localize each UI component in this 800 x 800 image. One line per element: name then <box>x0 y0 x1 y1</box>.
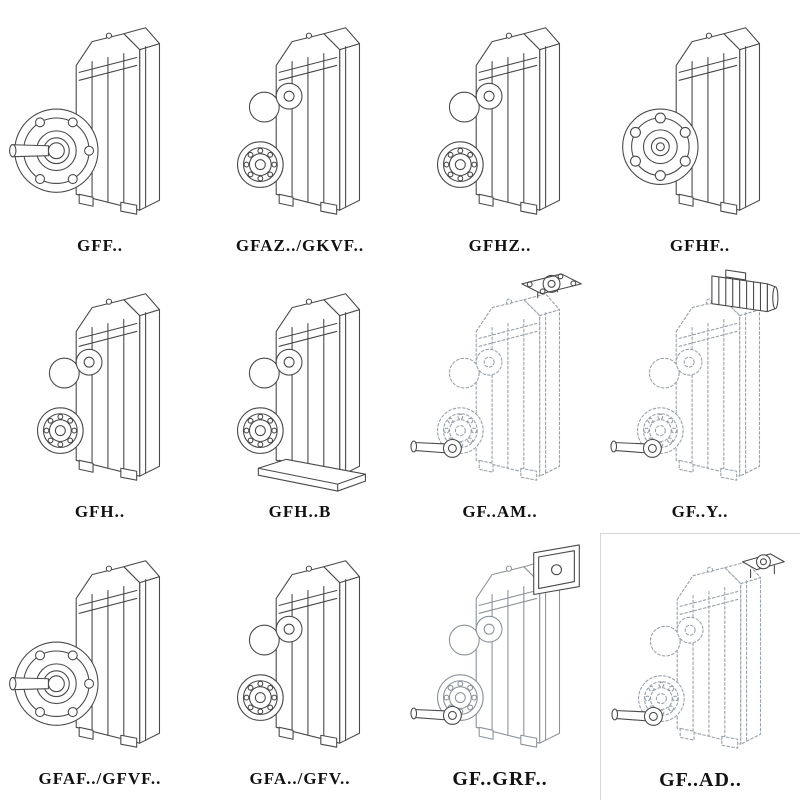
model-label: GFAF../GFVF.. <box>38 769 162 788</box>
catalog-cell: GFHZ.. <box>400 0 600 266</box>
model-label: GFH.. <box>74 502 126 521</box>
model-label: GFF.. <box>77 236 123 255</box>
model-label: GFH..B <box>268 502 332 521</box>
gearbox-hollow-shaft-bores-icon <box>436 27 561 215</box>
gearbox-hollow-shaft-baseplate-icon <box>236 293 366 492</box>
gearbox-output-flange-with-shaft-icon <box>9 27 161 215</box>
model-label: GFAZ../GKVF.. <box>235 236 365 255</box>
catalog-cell: GF..AM.. <box>400 266 600 533</box>
catalog-cell: GFF.. <box>0 0 200 266</box>
model-label: GFHF.. <box>669 236 731 255</box>
catalog-cell: GF..Y.. <box>600 266 800 533</box>
catalog-cell: GFHF.. <box>600 0 800 266</box>
gearbox-ghost-input-adapter-icon <box>610 553 785 749</box>
gearbox-shaft-mounted-bores-icon <box>236 560 361 748</box>
catalog-cell: GF..AD.. <box>600 533 800 800</box>
model-label: GFA../GFV.. <box>249 769 351 788</box>
model-label: GF..Y.. <box>671 502 729 521</box>
model-label: GFHZ.. <box>468 236 532 255</box>
catalog-cell: GFH..B <box>200 266 400 533</box>
catalog-cell: GF..GRF.. <box>400 533 600 800</box>
model-label: GF..GRF.. <box>452 767 548 790</box>
gearbox-shaft-mounted-bores-icon <box>236 27 361 215</box>
catalog-cell: GFH.. <box>0 266 200 533</box>
gearbox-ghost-iec-adapter-flange-icon <box>410 273 582 481</box>
catalog-cell: GFAZ../GKVF.. <box>200 0 400 266</box>
gearbox-ghost-mounted-motor-icon <box>610 269 779 481</box>
catalog-cell: GFAF../GFVF.. <box>0 533 200 800</box>
catalog-cell: GFA../GFV.. <box>200 533 400 800</box>
gearbox-output-flange-with-shaft-icon <box>9 560 161 748</box>
model-label: GF..AM.. <box>462 502 538 521</box>
gearbox-hollow-shaft-bearing-icon <box>36 293 161 481</box>
model-label: GF..AD.. <box>659 768 742 791</box>
gearbox-hollow-shaft-flange-icon <box>622 27 761 215</box>
gearbox-top-cover-box-icon <box>410 544 580 748</box>
